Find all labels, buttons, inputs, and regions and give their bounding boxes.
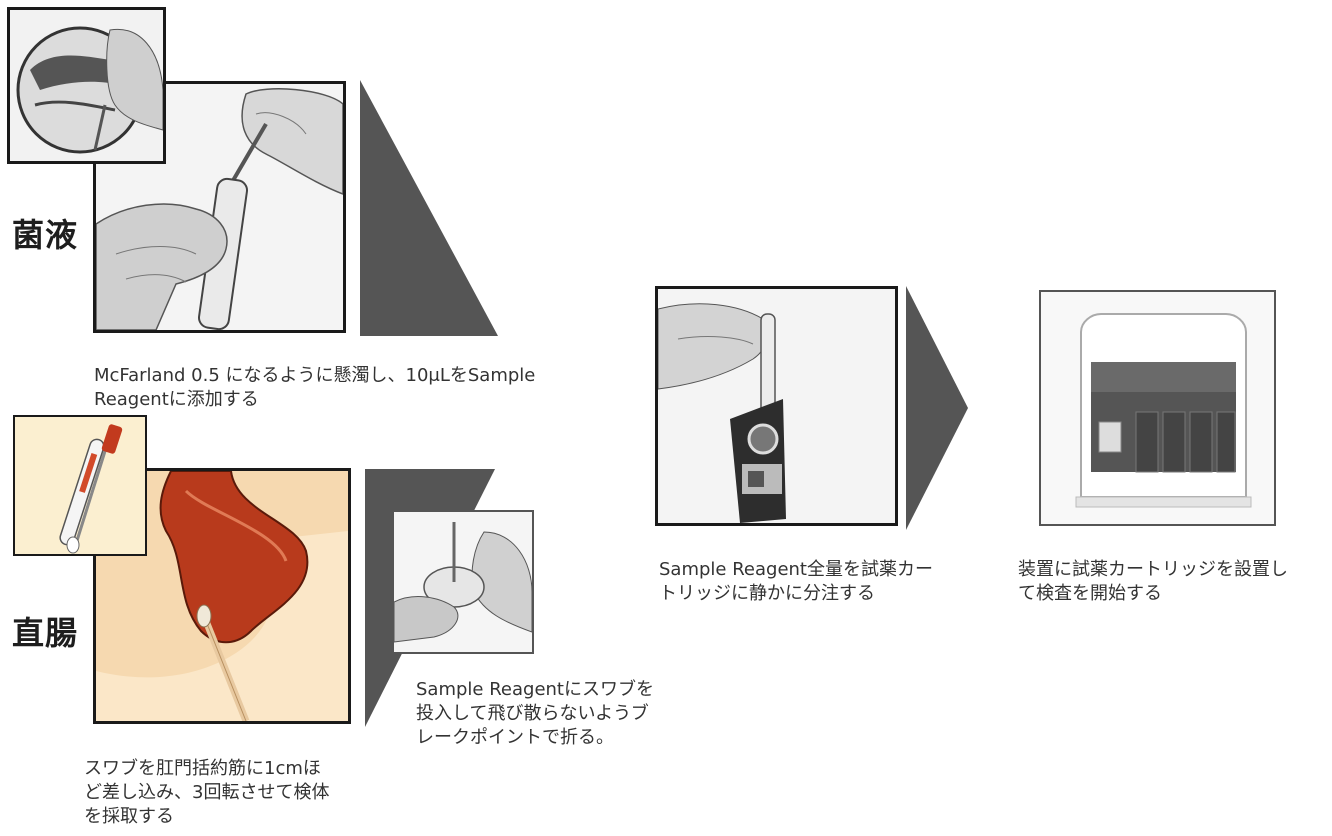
label-bacteria: 菌液	[12, 216, 79, 254]
caption-bacteria-line1: McFarland 0.5 になるように懸濁し、10μLをSample	[94, 365, 536, 386]
swab-break-illustration	[392, 510, 534, 654]
arrow-right-icon	[906, 286, 968, 530]
analyzer-device-illustration	[1039, 290, 1276, 526]
caption-start-line2: て検査を開始する	[1018, 583, 1162, 604]
arrow-right-icon	[360, 80, 498, 336]
label-rectum: 直腸	[12, 614, 79, 652]
caption-swab-break-line1: Sample Reagentにスワブを	[416, 679, 654, 700]
caption-swab-insert-line2: ど差し込み、3回転させて検体	[84, 782, 330, 803]
caption-start-line1: 装置に試薬カートリッジを設置し	[1018, 559, 1288, 580]
swab-kit-illustration	[13, 415, 147, 556]
cartridge-dispense-illustration	[655, 286, 898, 526]
caption-dispense-line2: トリッジに静かに分注する	[659, 583, 875, 604]
caption-swab-break-line2: 投入して飛び散らないようブ	[416, 703, 649, 724]
caption-bacteria-line2: Reagentに添加する	[94, 389, 259, 410]
rectum-anatomy-illustration	[93, 468, 351, 724]
caption-swab-insert-line1: スワブを肛門括約筋に1cmほ	[84, 758, 321, 779]
caption-swab-insert-line3: を採取する	[84, 806, 174, 827]
petri-dish-illustration	[7, 7, 166, 164]
caption-dispense-line1: Sample Reagent全量を試薬カー	[659, 559, 933, 580]
caption-swab-break-line3: レークポイントで折る。	[416, 727, 614, 748]
